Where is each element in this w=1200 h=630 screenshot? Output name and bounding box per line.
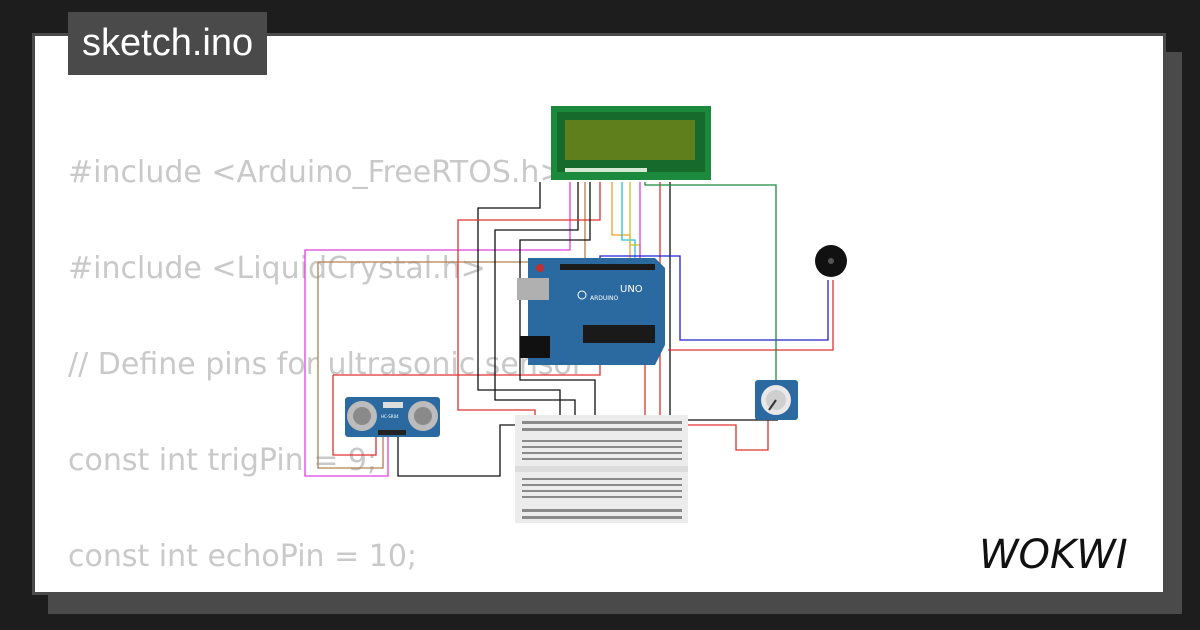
buzzer-icon — [815, 245, 847, 277]
lcd-display — [551, 106, 711, 180]
ultrasonic-sensor: HC-SR04 — [345, 397, 440, 437]
code-line: #include <Arduino_FreeRTOS.h> — [68, 155, 565, 190]
knob-icon — [755, 380, 798, 420]
wires — [304, 182, 834, 477]
code-line: #include <LiquidCrystal.h> — [68, 251, 486, 286]
arduino-brand: ARDUINO — [590, 295, 619, 302]
code-line: const int echoPin = 10; — [68, 539, 418, 574]
filename-tab[interactable]: sketch.ino — [68, 12, 268, 75]
ultrasonic-model: HC-SR04 — [381, 414, 399, 419]
arduino-board: ARDUINO UNO — [517, 258, 665, 365]
arduino-model: UNO — [620, 284, 643, 295]
breadboard-icon — [515, 415, 688, 523]
code-line: const int trigPin = 9; — [68, 443, 378, 478]
code-line: // Define pins for ultrasonic sensor — [68, 347, 585, 382]
wokwi-logo: WOKWI — [979, 532, 1128, 578]
wokwi-logo-text: WOKWI — [979, 532, 1128, 578]
